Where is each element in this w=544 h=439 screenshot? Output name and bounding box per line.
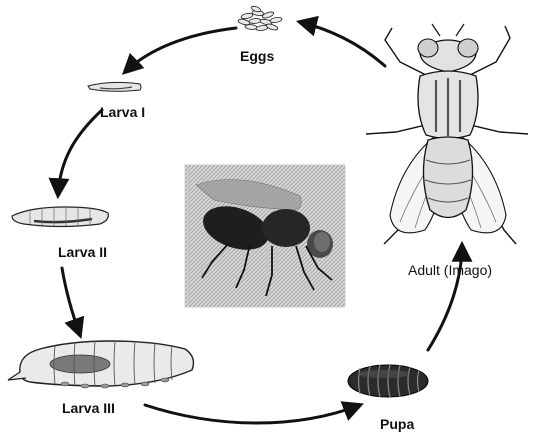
- arrow-larva3-to-pupa: [145, 405, 360, 423]
- stage-label-pupa: Pupa: [380, 416, 414, 432]
- eggs-cluster-icon: [238, 5, 283, 31]
- pupa-icon: [348, 365, 428, 397]
- arrow-eggs-to-larva1: [125, 28, 236, 72]
- larva-large-icon: [8, 341, 193, 388]
- stage-label-adult: Adult (Imago): [408, 262, 492, 278]
- stage-label-larva2: Larva II: [58, 244, 107, 260]
- larva-small-icon: [88, 82, 141, 91]
- arrow-larva2-to-larva3: [62, 268, 80, 335]
- arrow-adult-to-eggs: [300, 22, 385, 66]
- adult-fly-icon: [366, 24, 528, 244]
- arrow-pupa-to-adult: [428, 245, 462, 350]
- arrow-larva1-to-larva2: [58, 110, 102, 195]
- larva-medium-icon: [12, 207, 108, 227]
- stage-label-eggs: Eggs: [240, 48, 274, 64]
- stage-label-larva1: Larva I: [100, 104, 145, 120]
- housefly-photo-icon: [185, 165, 345, 307]
- stage-label-larva3: Larva III: [62, 400, 115, 416]
